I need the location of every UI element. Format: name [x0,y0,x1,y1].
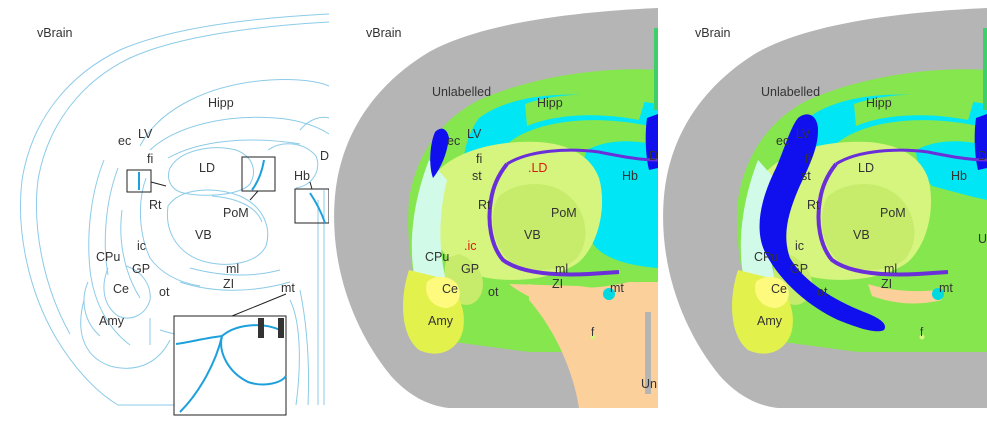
label-d: D [320,149,329,163]
label-st: st [472,169,482,183]
label-cpu: CPu [754,250,778,264]
overlay-blue-path [759,114,886,332]
tract-ic [506,148,658,166]
vb-outline [166,189,269,265]
label-unlabelled: Unlabelled [432,85,491,99]
label-gp: GP [790,262,808,276]
label-un: Un [641,377,657,391]
label-mt: mt [610,281,624,295]
label-amy: Amy [757,314,783,328]
region-cpu [411,160,449,290]
label-hb: Hb [294,169,310,183]
label-f: f [591,327,595,339]
label-hipp: Hipp [537,96,563,110]
label-zi: ZI [881,277,892,291]
label-ec: ec [776,134,789,148]
ld-outline [167,147,254,196]
region-vb [821,184,915,270]
label-d: D [978,149,987,163]
label-ml: ml [884,262,897,276]
label-vb: VB [853,228,870,242]
outline-figure: vBrain Hipp LV ec fi LD D Hb Rt PoM VB C… [20,13,329,416]
panel-title: vBrain [37,26,72,40]
label-rt: Rt [478,198,491,212]
panel-title: vBrain [695,26,730,40]
label-ld: LD [858,161,874,175]
label-hb: Hb [951,169,967,183]
label-ic: ic [795,239,804,253]
label-rt: Rt [149,198,162,212]
label-d: D [649,149,658,163]
region-ce [426,276,460,308]
label-u: U [978,232,987,246]
label-ce: Ce [771,282,787,296]
label-ml: ml [226,262,239,276]
label-cpu: CPu [425,250,449,264]
label-vb: VB [524,228,541,242]
label-hipp: Hipp [208,96,234,110]
label-lv: LV [138,127,153,141]
label-ml: ml [555,262,568,276]
label-fi: fi [476,152,482,166]
label-lv: LV [467,127,482,141]
outline-panel: vBrain Hipp LV ec fi LD D Hb Rt PoM VB C… [0,0,329,431]
label-ld: .LD [528,161,547,175]
label-mt: mt [939,281,953,295]
label-unlabelled: Unlabelled [761,85,820,99]
label-f: f [920,327,924,339]
inset-box-ec [126,169,152,193]
label-ic: .ic [464,239,477,253]
label-ce: Ce [442,282,458,296]
label-vb: VB [195,228,212,242]
region-zi [529,282,658,408]
label-ce: Ce [113,282,129,296]
label-hb: Hb [622,169,638,183]
atlas-panel: vBrain Unlabelled Hipp ec LV fi st .LD D… [329,0,658,431]
inset-magnified [173,315,287,416]
label-zi: ZI [223,277,234,291]
label-lv: LV [796,127,811,141]
region-vb [492,184,586,270]
amy-outline [80,299,171,369]
label-ot: ot [159,285,170,299]
brain-outline [20,13,329,406]
label-fi: fi [147,152,153,166]
label-ec: ec [118,134,131,148]
label-pom: PoM [551,206,577,220]
label-ic: ic [137,239,146,253]
hipp-outline [139,79,329,147]
panel-title: vBrain [366,26,401,40]
atlas-figure: vBrain Unlabelled Hipp ec LV fi st .LD D… [334,8,658,408]
label-ot: ot [817,285,828,299]
label-gp: GP [132,262,150,276]
label-fi: fi [805,152,811,166]
label-pom: PoM [880,206,906,220]
label-hipp: Hipp [866,96,892,110]
label-ot: ot [488,285,499,299]
label-amy: Amy [428,314,454,328]
label-mt: mt [281,281,295,295]
label-ec: ec [447,134,460,148]
label-cpu: CPu [96,250,120,264]
label-rt: Rt [807,198,820,212]
label-pom: PoM [223,206,249,220]
label-zi: ZI [552,277,563,291]
label-amy: Amy [99,314,125,328]
overlay-panel: vBrain Unlabelled Hipp ec LV fi st LD D … [658,0,987,431]
region-ce [755,276,789,308]
label-st: st [801,169,811,183]
label-gp: GP [461,262,479,276]
inset-box-ld [241,156,276,192]
overlay-figure: vBrain Unlabelled Hipp ec LV fi st LD D … [663,8,987,408]
region-zi [868,284,942,304]
label-ld: LD [199,161,215,175]
